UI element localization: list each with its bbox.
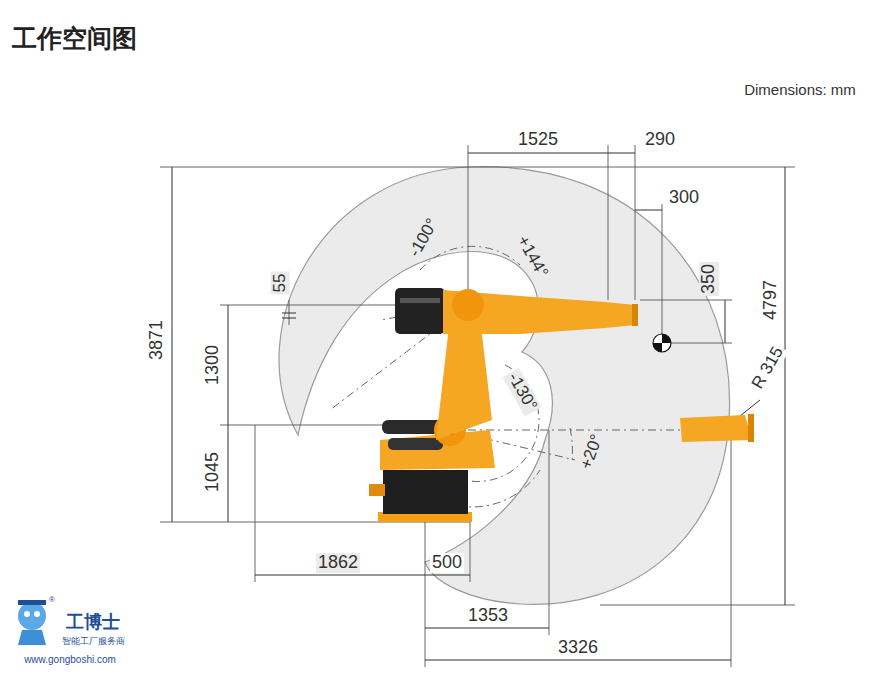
dimension: 500 (430, 553, 464, 573)
dimension: 1862 (316, 553, 360, 573)
dimension: 1045 (203, 450, 223, 494)
watermark: 智能工厂服务商 (60, 637, 127, 647)
dimension-lines (172, 153, 785, 660)
registered-mark: ® (47, 596, 57, 605)
dimension: 1353 (466, 606, 510, 626)
dimension: 3871 (147, 318, 167, 362)
dimension: 1300 (203, 343, 223, 387)
units-note: Dimensions: mm (742, 82, 858, 99)
watermark: 工博士 (64, 613, 122, 633)
radius-label: R 315 (748, 342, 789, 394)
dimension: 290 (643, 130, 677, 150)
robot-figure (369, 288, 754, 522)
workspace-envelope (279, 167, 730, 605)
construction-lines (330, 246, 700, 507)
page-title: 工作空间图 (12, 22, 137, 55)
extension-lines (160, 145, 795, 667)
angle-label: -130° (503, 368, 542, 416)
watermark: www.gongboshi.com (22, 654, 118, 665)
logo-mascot (18, 600, 46, 645)
dimension: 4797 (761, 278, 781, 322)
dimension: 3326 (556, 638, 600, 658)
dimension: 350 (699, 262, 719, 296)
dimension: 300 (667, 188, 701, 208)
dimension: 1525 (516, 130, 560, 150)
dimension: 55 (271, 272, 290, 295)
